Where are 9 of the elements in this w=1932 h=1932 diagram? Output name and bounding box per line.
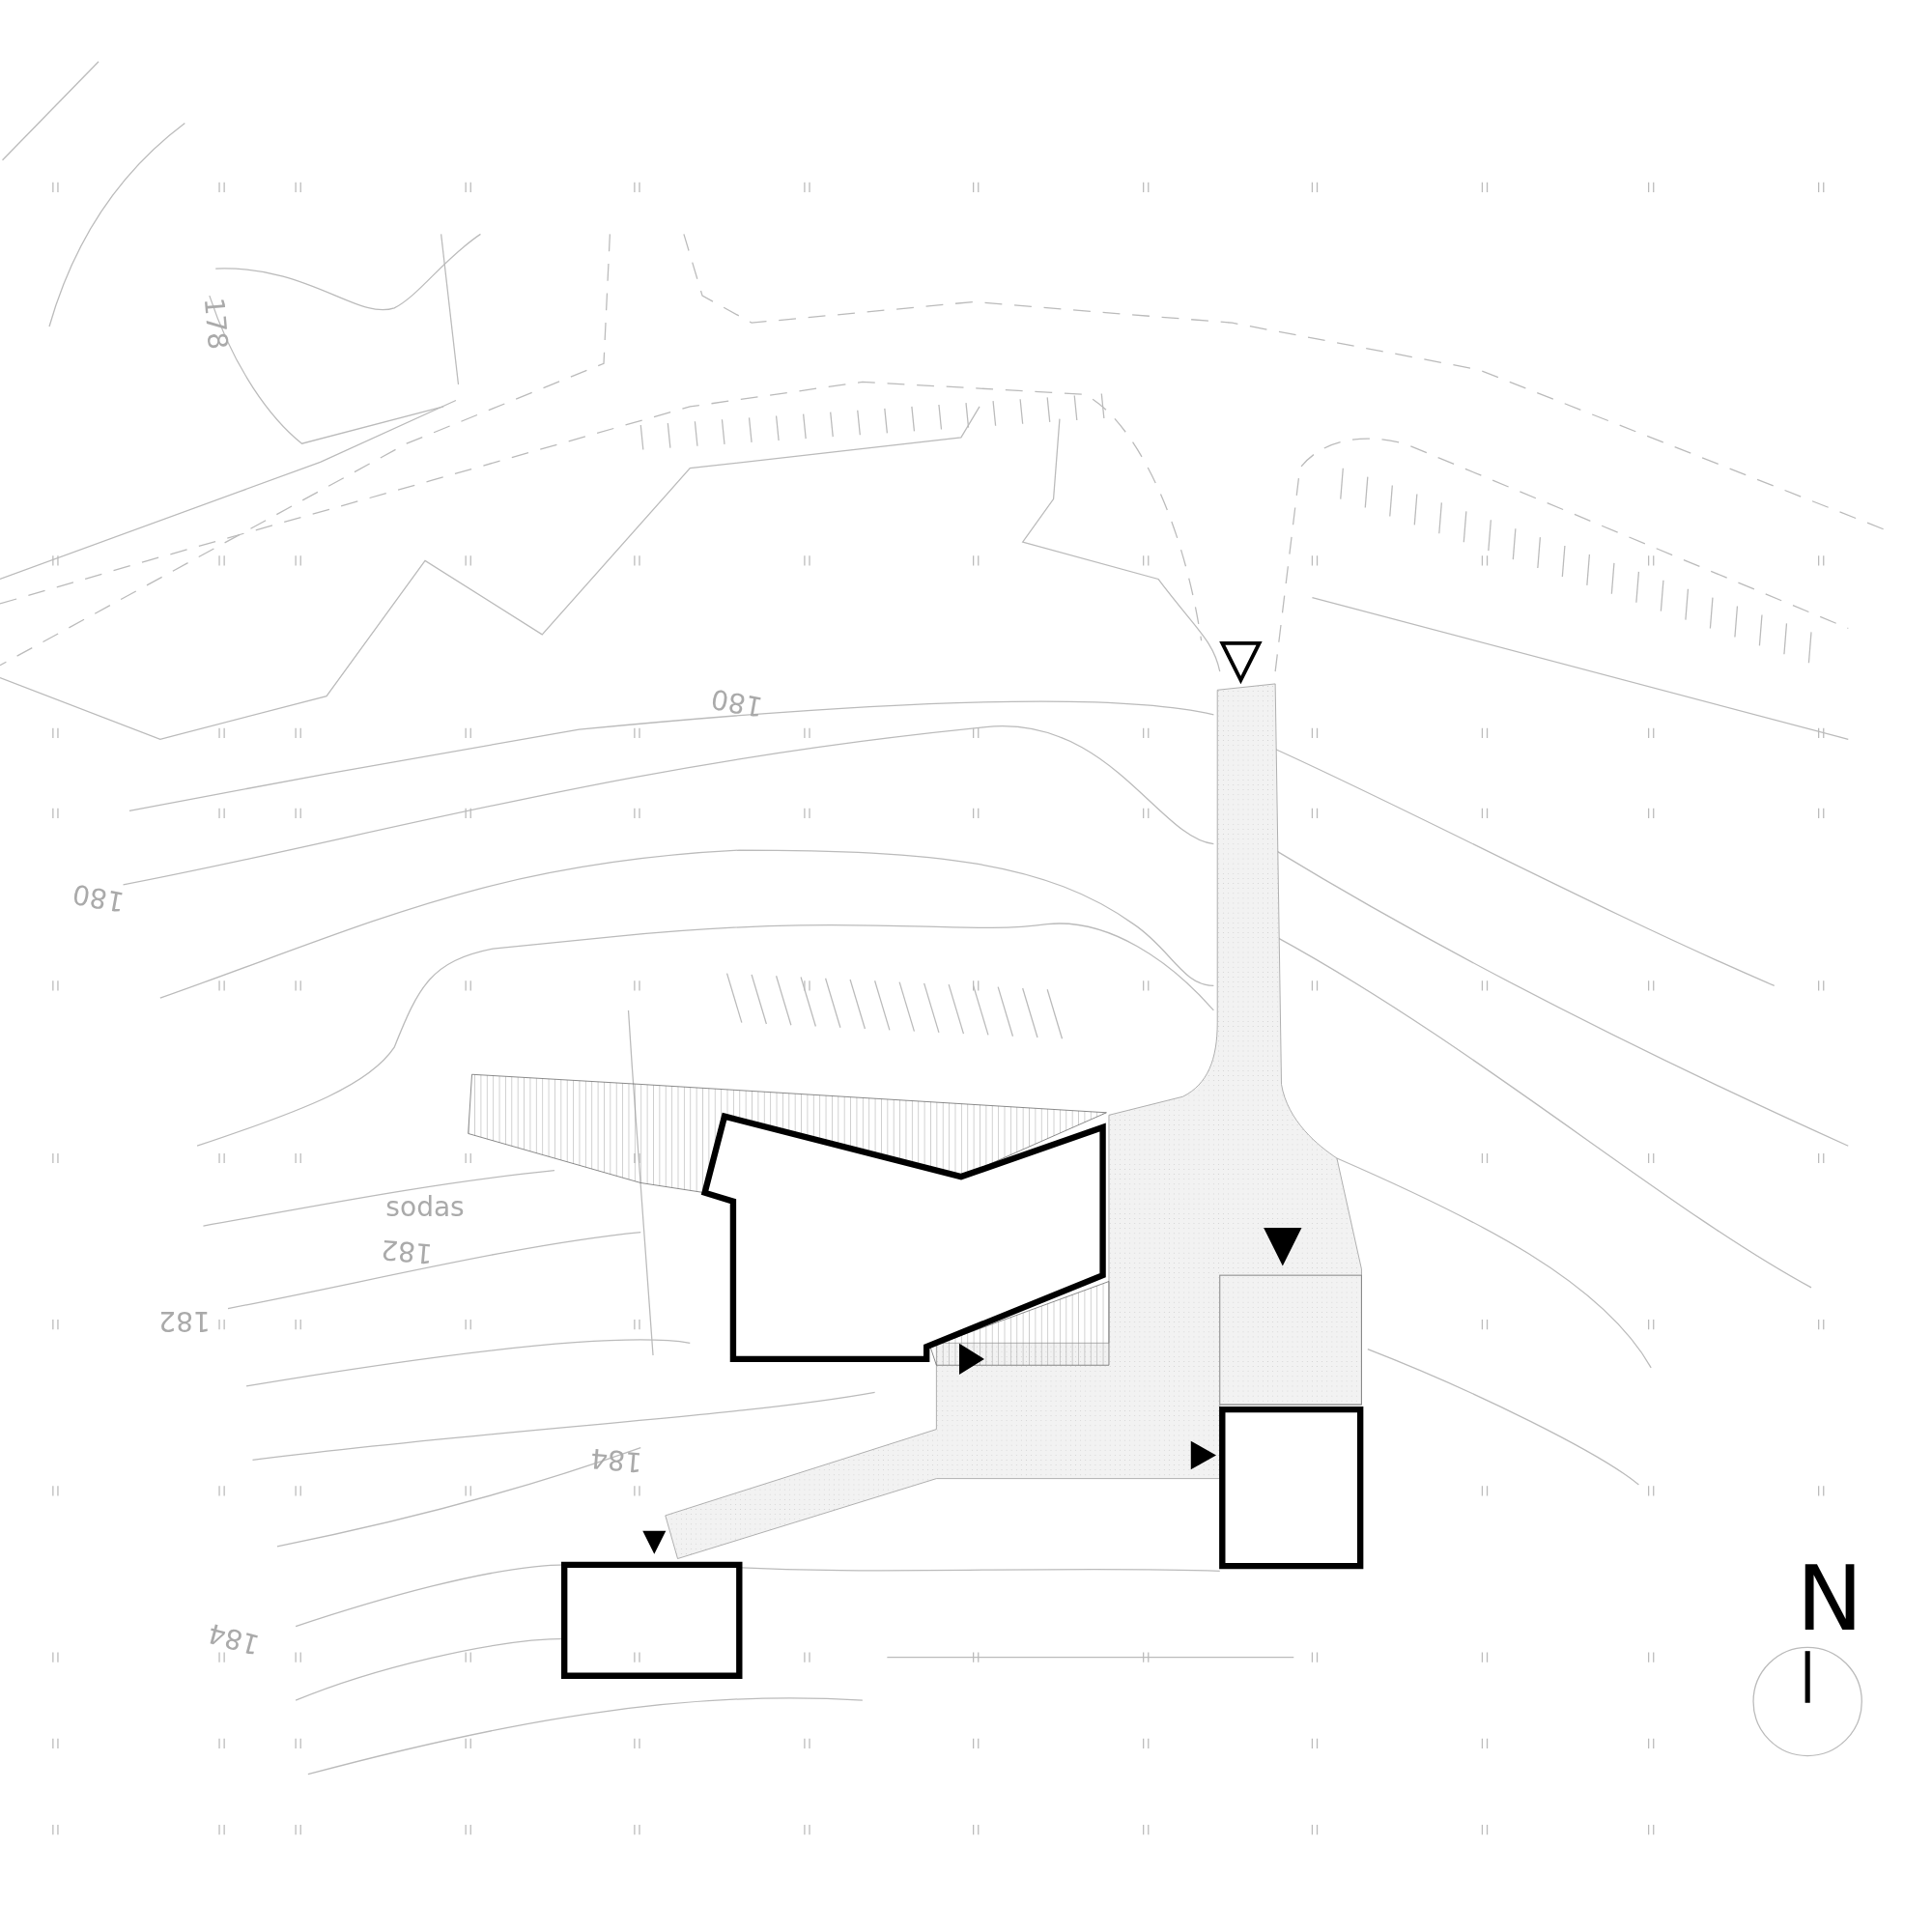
- elevation-label: 184: [588, 1444, 643, 1476]
- elevation-label: 184: [205, 1618, 263, 1659]
- area-label: sodas: [385, 1193, 465, 1222]
- elevation-label: 180: [708, 684, 765, 721]
- elevation-label: 182: [380, 1235, 434, 1266]
- elevation-label: 182: [158, 1307, 212, 1335]
- elevation-label: 178: [199, 297, 232, 352]
- north-label: N: [1796, 1554, 1863, 1644]
- elevation-label: 180: [71, 879, 127, 916]
